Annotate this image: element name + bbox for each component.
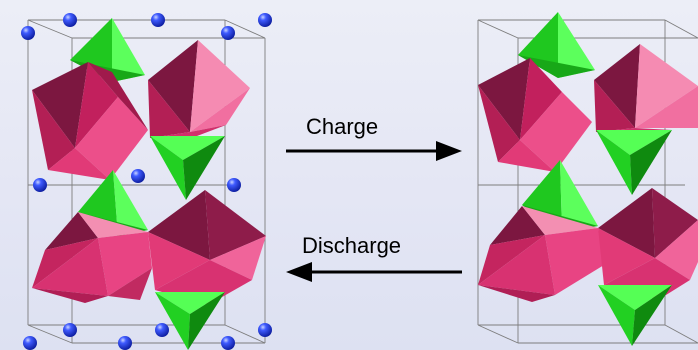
- ion-sphere: [33, 178, 47, 192]
- tetrahedron-right-bottom: [598, 285, 672, 346]
- octahedron-left-lower-a: [32, 212, 152, 303]
- ion-sphere: [118, 336, 132, 350]
- ion-sphere: [155, 323, 169, 337]
- tetrahedron-left-bottom: [155, 292, 225, 350]
- discharge-arrow: [286, 262, 462, 282]
- ion-sphere: [21, 26, 35, 40]
- octahedron-right-lower-b: [598, 188, 698, 300]
- charged-structure: [477, 12, 698, 346]
- octahedron-left-upper-a: [32, 62, 148, 180]
- charge-arrow: [286, 141, 462, 161]
- ion-sphere: [221, 336, 235, 350]
- ion-sphere: [227, 178, 241, 192]
- ion-sphere: [131, 169, 145, 183]
- octahedron-right-upper-a: [478, 58, 592, 172]
- discharge-label: Discharge: [302, 233, 401, 258]
- tetrahedron-left-middle: [150, 136, 225, 200]
- ion-sphere: [258, 13, 272, 27]
- ion-sphere: [221, 26, 235, 40]
- ion-sphere: [23, 336, 37, 350]
- octahedron-right-upper-b: [594, 44, 698, 134]
- tetrahedron-right-top: [518, 12, 595, 78]
- ion-sphere: [63, 323, 77, 337]
- ion-sphere: [151, 13, 165, 27]
- octahedron-right-lower-a: [478, 206, 604, 302]
- ion-sphere: [63, 13, 77, 27]
- charge-label: Charge: [306, 114, 378, 139]
- discharged-structure: [21, 13, 272, 350]
- lithium-ions: [21, 13, 272, 350]
- tetrahedron-right-middle: [596, 130, 672, 195]
- ion-sphere: [258, 323, 272, 337]
- octahedron-left-lower-b: [148, 190, 266, 305]
- octahedron-left-upper-b: [148, 40, 250, 138]
